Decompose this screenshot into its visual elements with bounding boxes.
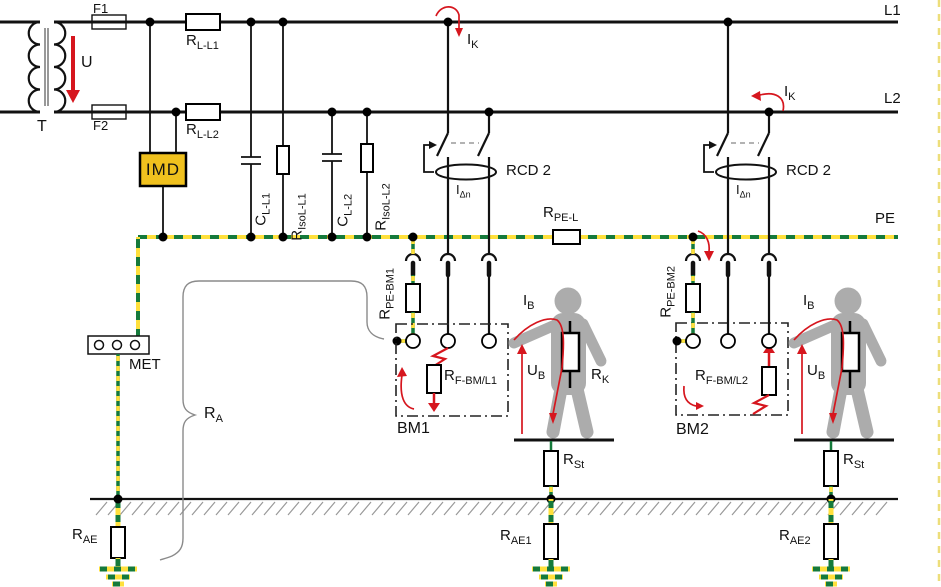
resistor-r-l-l1: [185, 13, 221, 31]
label-r-ae: RAE: [72, 526, 98, 546]
earth-electrode-met: [99, 494, 137, 587]
label-pe: PE: [875, 210, 896, 227]
resistor-r-pe-l: [552, 229, 581, 245]
label-idn-left: IΔn: [456, 182, 471, 200]
label-r-st-1: RSt: [563, 451, 585, 471]
fault-current-arrow-l2: [751, 91, 785, 112]
label-rcd-right: RCD 2: [786, 162, 832, 179]
body-current-path-ib: [793, 318, 845, 424]
label-r-f-bm-l1: RF-BM/L1: [444, 367, 498, 387]
insulation-resistor-isol-l2: [360, 112, 374, 237]
standing-earth-chain: [532, 441, 570, 587]
touch-voltage-arrow-ub: [517, 344, 527, 434]
label-rcd-left: RCD 2: [506, 162, 552, 179]
label-r-a: RA: [204, 405, 223, 426]
resistor-r-l-l2: [185, 103, 221, 121]
imd-device: [138, 22, 188, 237]
label-bm1: BM1: [397, 420, 430, 437]
body-resistor-rk: [560, 321, 581, 388]
body-current-path-ib: [513, 318, 565, 424]
label-l2: L2: [884, 90, 901, 107]
capacitance-c-l-l1: [241, 22, 261, 237]
touch-voltage-arrow-ub: [797, 344, 807, 434]
met-terminal: [87, 335, 150, 499]
earth-ground-line: [90, 497, 898, 516]
label-r-l-l2: RL-L2: [186, 121, 219, 141]
rcd-branch-2: [672, 17, 778, 349]
label-ik-left: IK: [467, 31, 479, 51]
body-model-bm1: [395, 323, 509, 417]
label-r-f-bm-l2: RF-BM/L2: [695, 367, 749, 387]
label-c-l-l2: CL-L2: [334, 193, 355, 227]
label-transformer: T: [37, 118, 47, 135]
transformer-symbol: [0, 20, 67, 114]
label-r-st-2: RSt: [843, 451, 865, 471]
label-idn-right: IΔn: [736, 182, 751, 200]
label-r-k: RK: [591, 366, 610, 386]
fuse-f1: [91, 14, 127, 30]
label-ib-1: IB: [523, 292, 535, 312]
label-met: MET: [129, 356, 161, 373]
fuse-f2: [91, 104, 127, 120]
insulation-resistor-isol-l1: [276, 22, 290, 237]
voltage-arrow-u: [66, 36, 80, 103]
label-r-isol-l2: RIsoL-L2: [372, 183, 393, 231]
pe-conductor: [136, 235, 898, 336]
label-imd: IMD: [145, 160, 181, 179]
standing-earth-chain: [812, 441, 850, 587]
label-r-ae2: RAE2: [779, 527, 811, 547]
body-resistor-rk: [840, 321, 861, 388]
label-ub-1: UB: [527, 362, 546, 382]
label-ub-2: UB: [807, 362, 826, 382]
label-r-ae1: RAE1: [500, 527, 532, 547]
body-model-bm2: [675, 322, 789, 416]
fault-current-arrow-l1: [435, 6, 463, 37]
victim-1: [508, 287, 614, 587]
label-voltage-u: U: [81, 54, 93, 71]
capacitance-c-l-l2: [322, 112, 342, 237]
label-r-l-l1: RL-L1: [186, 32, 219, 52]
junction-dots: [145, 17, 372, 242]
label-bm2: BM2: [676, 421, 709, 438]
r-a-brace: [159, 280, 385, 561]
label-ik-right: IK: [784, 83, 796, 103]
rcd-branch-1: [392, 17, 498, 349]
label-ib-2: IB: [803, 292, 815, 312]
pe-current-arrow-bm2: [697, 230, 714, 261]
label-c-l-l1: CL-L1: [252, 192, 273, 226]
label-fuse-f1: F1: [93, 1, 109, 16]
label-r-isol-l1: RIsoL-L1: [288, 193, 309, 241]
label-r-pe-l: RPE-L: [543, 204, 579, 224]
victim-2: [788, 287, 894, 587]
label-r-pe-bm1: RPE-BM1: [376, 267, 397, 320]
label-fuse-f2: F2: [93, 118, 109, 133]
label-l1: L1: [884, 2, 901, 19]
label-r-pe-bm2: RPE-BM2: [657, 265, 678, 318]
